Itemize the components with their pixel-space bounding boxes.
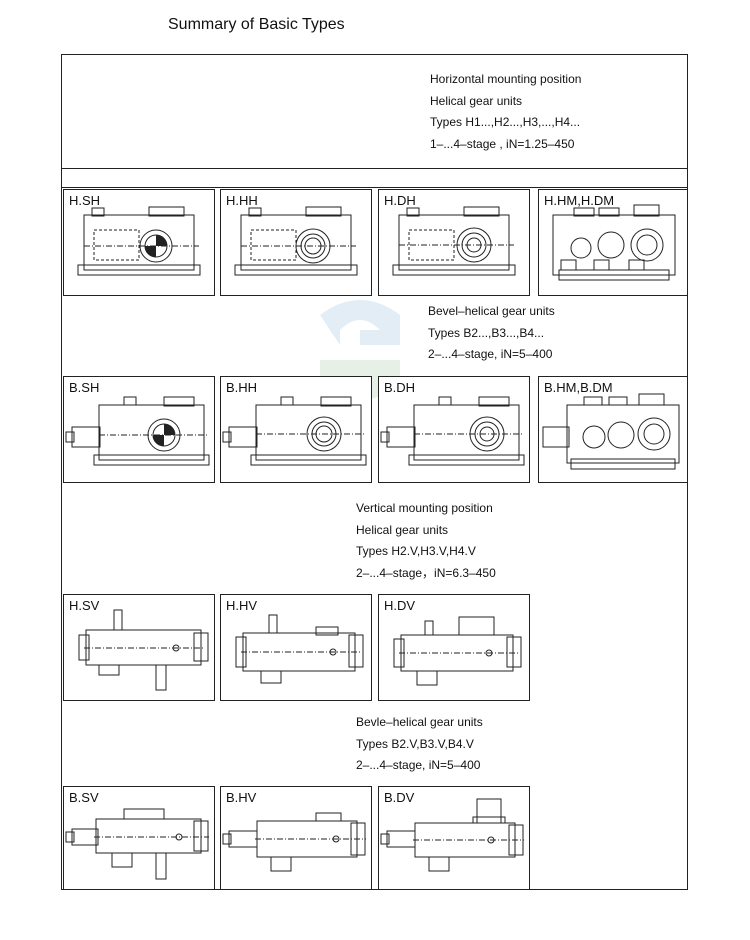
- section-vertical-bevel-info: Bevle–helical gear units Types B2.V,B3.V…: [356, 712, 483, 777]
- info-line: 2–...4–stage，iN=6.3–450: [356, 565, 496, 580]
- gear-unit-drawing-icon: [392, 206, 516, 276]
- gear-unit-drawing-icon: [393, 616, 522, 686]
- gear-unit-drawing-icon: [222, 812, 366, 872]
- type-cell-h-hv: H.HV: [220, 594, 372, 701]
- gear-unit-drawing-icon: [78, 609, 209, 691]
- info-line: Bevel–helical gear units: [428, 304, 555, 318]
- info-line: Types H1...,H2...,H3,...,H4...: [430, 115, 581, 129]
- type-label: H.SH: [69, 193, 101, 208]
- info-line: 1–...4–stage , iN=1.25–450: [430, 136, 575, 151]
- type-cell-b-dv: B.DV: [378, 786, 530, 890]
- gear-unit-drawing-icon: [380, 798, 524, 872]
- section-vertical-helical-info: Vertical mounting position Helical gear …: [356, 498, 496, 584]
- info-line: 2–...4–stage, iN=5–400: [428, 347, 553, 361]
- info-line: Bevle–helical gear units: [356, 715, 483, 729]
- type-cell-h-hh: H.HH: [220, 189, 372, 296]
- gear-unit-drawing-icon: [77, 206, 201, 276]
- gear-unit-drawing-icon: [552, 204, 676, 281]
- info-line: Types H2.V,H3.V,H4.V: [356, 544, 476, 558]
- page-title: Summary of Basic Types: [168, 16, 345, 33]
- type-cell-b-dh: B.DH: [378, 376, 530, 483]
- gear-unit-drawing-icon: [234, 206, 358, 276]
- gear-unit-drawing-icon: [65, 808, 209, 880]
- type-label: H.HV: [226, 598, 258, 613]
- type-label: H.DH: [384, 193, 416, 208]
- info-line: Vertical mounting position: [356, 501, 493, 515]
- type-cell-h-sh: H.SH: [63, 189, 215, 296]
- section-horizontal-helical-info: Horizontal mounting position Helical gea…: [430, 69, 581, 155]
- info-line: Helical gear units: [430, 93, 523, 108]
- info-line: Helical gear units: [356, 522, 449, 537]
- info-line: 2–...4–stage, iN=5–400: [356, 758, 481, 772]
- type-label: B.HH: [226, 380, 258, 395]
- type-label: B.HM,B.DM: [544, 380, 613, 395]
- type-cell-b-hm-b-dm: B.HM,B.DM: [538, 376, 688, 483]
- type-label: H.DV: [384, 598, 416, 613]
- type-cell-b-hv: B.HV: [220, 786, 372, 890]
- type-cell-h-dh: H.DH: [378, 189, 530, 296]
- type-cell-h-sv: H.SV: [63, 594, 215, 701]
- type-cell-h-hm-h-dm: H.HM,H.DM: [538, 189, 688, 296]
- info-line: Types B2...,B3...,B4...: [428, 325, 545, 340]
- type-cell-b-hh: B.HH: [220, 376, 372, 483]
- info-line: Horizontal mounting position: [430, 72, 582, 86]
- type-label: B.HV: [226, 790, 257, 805]
- type-label: B.DV: [384, 790, 415, 805]
- gear-unit-drawing-icon: [235, 614, 364, 684]
- type-label: H.HM,H.DM: [544, 193, 615, 208]
- gear-unit-drawing-icon: [222, 396, 367, 466]
- type-label: H.HH: [226, 193, 258, 208]
- type-cell-h-dv: H.DV: [378, 594, 530, 701]
- type-label: B.SH: [69, 380, 100, 395]
- gear-unit-drawing-icon: [65, 396, 210, 466]
- divider-line: [61, 187, 688, 188]
- info-line: Types B2.V,B3.V,B4.V: [356, 736, 474, 751]
- gear-unit-drawing-icon: [380, 396, 525, 466]
- type-label: H.SV: [69, 598, 100, 613]
- divider-line: [61, 168, 688, 169]
- gear-unit-drawing-icon: [542, 393, 680, 470]
- type-label: B.SV: [69, 790, 99, 805]
- type-label: B.DH: [384, 380, 416, 395]
- type-cell-b-sv: B.SV: [63, 786, 215, 890]
- section-horizontal-bevel-info: Bevel–helical gear units Types B2...,B3.…: [428, 301, 555, 366]
- type-cell-b-sh: B.SH: [63, 376, 215, 483]
